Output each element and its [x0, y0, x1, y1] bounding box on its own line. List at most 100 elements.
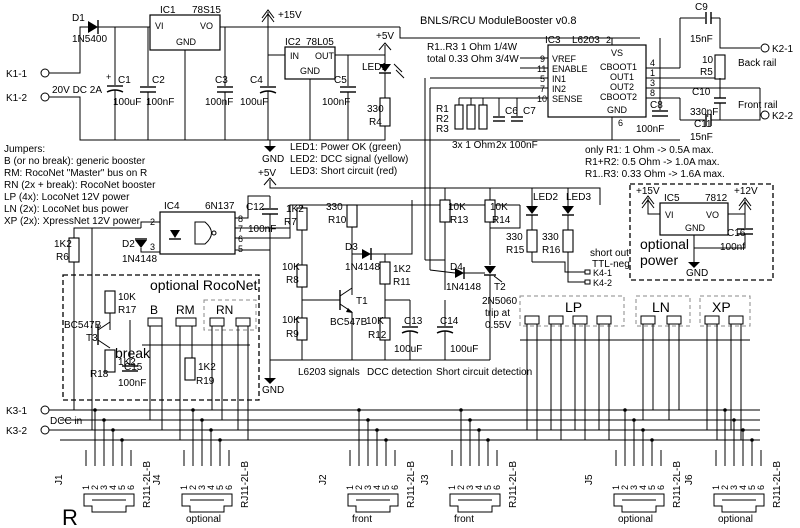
c9-value: 15nF	[690, 34, 713, 45]
jack-pin-label: 3	[363, 485, 373, 490]
r11-label: R11	[393, 277, 411, 288]
r1-label: R1	[436, 104, 449, 115]
jumper-rn[interactable]	[209, 317, 251, 327]
jack-pin-label: 2	[354, 485, 364, 490]
k3-2-label: K3-2	[6, 426, 28, 437]
ic3-pin-vs: VS	[611, 48, 623, 58]
r10-label: R10	[328, 215, 347, 226]
jack-pin-label: 4	[206, 485, 216, 490]
ic1-value: 78S15	[192, 5, 221, 16]
jumper-rm[interactable]	[175, 317, 197, 327]
ic1-vi: VI	[155, 21, 164, 31]
c11-label: C11	[694, 119, 712, 130]
optional-power-section: IC5 7812 VI VO GND +15V +12V C16 100nf G…	[629, 183, 774, 281]
r17-resistor	[104, 290, 116, 314]
c16-label: C16	[727, 228, 746, 239]
schematic-title: BNLS/RCU ModuleBooster v0.8	[420, 15, 577, 27]
r19-value: 1K2	[198, 362, 216, 373]
r4-value: 330	[367, 104, 384, 115]
svg-text:5: 5	[238, 244, 243, 254]
k3-1-terminal[interactable]	[40, 405, 50, 415]
svg-text:2: 2	[606, 35, 611, 45]
jack-id-label: J3	[420, 474, 431, 485]
r9-value: 10K	[282, 315, 300, 326]
ic1-label: IC1	[160, 5, 176, 16]
jumper-note-b: B (or no break): generic booster	[4, 156, 146, 167]
k4-1-label[interactable]: K4-1	[593, 268, 612, 278]
t1-label: T1	[356, 296, 368, 307]
ic3-label: IC3	[545, 35, 561, 46]
ttl-neg-label: TTL-neg	[592, 259, 630, 270]
jumper-note-rm: RM: RocoNet "Master" bus on R	[4, 168, 147, 179]
c15-value: 100nF	[118, 378, 146, 389]
ic3-pin-out2: OUT2	[610, 82, 634, 92]
jack-pin-label: 2	[720, 485, 730, 490]
jumper-b-label: B	[150, 303, 158, 317]
jack-pin-label: 5	[215, 485, 225, 490]
jack-pin-label: 1	[345, 485, 355, 490]
jack-pin-label: 2	[620, 485, 630, 490]
d3-value: 1N4148	[345, 262, 380, 273]
r10-resistor	[346, 204, 358, 228]
jack-id-label: J4	[152, 474, 163, 485]
c9-label: C9	[695, 2, 708, 13]
rj11-jack-body	[83, 493, 135, 513]
jack-pin-label: 6	[492, 485, 502, 490]
t2-note-1: trip at	[485, 308, 510, 319]
gnd-label-roconet: GND	[262, 385, 284, 396]
jumper-lp[interactable]	[524, 315, 612, 325]
jack-pin-label: 2	[188, 485, 198, 490]
optional-power-label-1: optional	[640, 236, 689, 252]
rj11-jack-body	[713, 493, 765, 513]
jack-pin-label: 3	[197, 485, 207, 490]
jumper-ln-label: LN	[652, 299, 670, 315]
r17-value: 10K	[118, 292, 136, 303]
c5-value: 100nF	[322, 97, 350, 108]
r6-label: R6	[56, 252, 69, 263]
svg-text:+: +	[106, 72, 111, 82]
r2-resistor	[466, 104, 476, 130]
k1-2-terminal[interactable]	[40, 92, 50, 102]
k3-2-terminal[interactable]	[40, 425, 50, 435]
svg-text:10: 10	[537, 94, 547, 104]
r5-label: R5	[700, 67, 713, 78]
jack-pin-label: 5	[381, 485, 391, 490]
dcc-detection-section: 1K2 R7 10K R8 10K R9 330 R10 T1 BC547B D…	[282, 200, 432, 378]
ic3-pin-enable: ENABLE	[552, 64, 588, 74]
k4-2-label[interactable]: K4-2	[593, 278, 612, 288]
jumper-xp[interactable]	[704, 315, 744, 325]
r14-label: R14	[492, 215, 511, 226]
ic5-vo: VO	[706, 210, 719, 220]
k1-1-terminal[interactable]	[40, 68, 50, 78]
jack-pin-label: 6	[656, 485, 666, 490]
current-note-3: R1..R3: 0.33 Ohm -> 1.6A max.	[585, 169, 725, 180]
ic3-pin-gnd: GND	[607, 105, 628, 115]
v15-rail-label: +15V	[278, 10, 302, 21]
ic5-value: 7812	[705, 193, 728, 204]
jack-sub-label: front	[454, 514, 474, 525]
d1-label: D1	[72, 13, 85, 24]
k2-1-terminal[interactable]	[760, 43, 770, 53]
r15-value: 330	[506, 232, 523, 243]
ic2-label: IC2	[285, 37, 301, 48]
r5-value: 10	[702, 55, 714, 66]
k2-2-terminal[interactable]	[760, 110, 770, 120]
ic5-regulator	[659, 202, 729, 236]
r-power-note: R1..R3 1 Ohm 1/4W	[427, 42, 518, 53]
jumper-ln[interactable]	[640, 315, 682, 325]
jumper-b[interactable]	[147, 317, 163, 327]
ic3-pin-sense: SENSE	[552, 94, 583, 104]
output-section: C9 15nF 10 R5 C10 330pF C11 15nF K2-1 K2…	[679, 2, 794, 143]
d3-label: D3	[345, 242, 358, 253]
jumper-xp-label: XP	[712, 299, 731, 315]
r17-label: R17	[118, 305, 137, 316]
r1-resistor	[454, 104, 464, 130]
r14-value: 10K	[490, 202, 508, 213]
jack-pin-label: 5	[747, 485, 757, 490]
